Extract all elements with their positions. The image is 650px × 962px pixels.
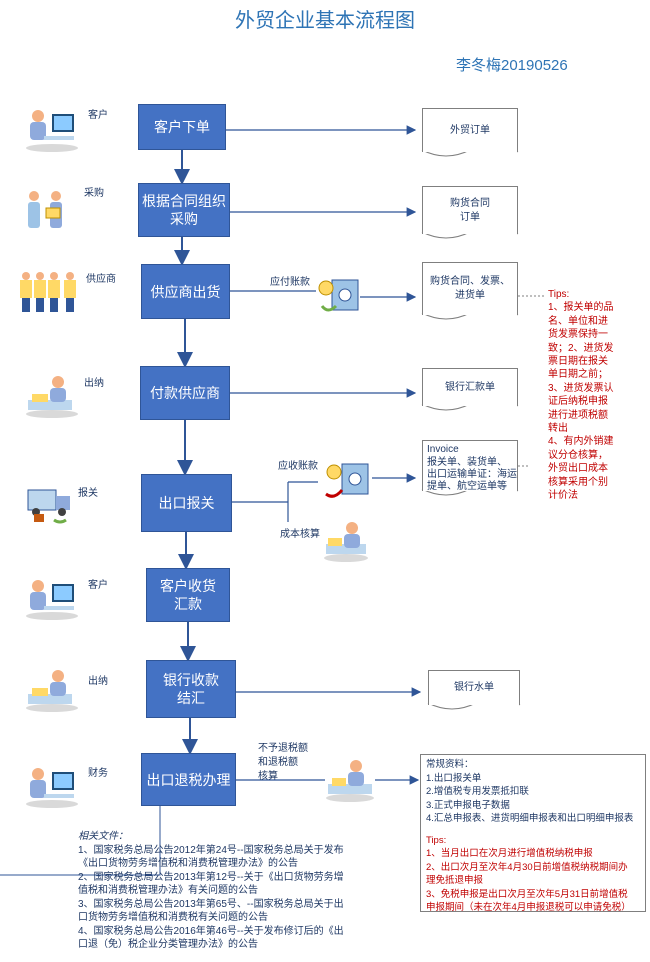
cashier-at-desk-icon: [26, 376, 78, 418]
role-label: 报关: [78, 488, 98, 499]
reference-item: 4、国家税务总局公告2016年第46号--关于发布修订后的《出 口退（免）税企业…: [78, 925, 344, 951]
step-supplier-shipment: 供应商出货: [141, 264, 230, 319]
info-tip: 1、当月出口在次月进行增值税纳税申报: [426, 848, 593, 859]
supplier-group-icon: [20, 272, 76, 312]
accountant-at-computer-icon: [26, 768, 78, 808]
delivery-truck-icon: [27, 489, 70, 524]
doc-purchase-contract: 购货合同 订单: [422, 186, 518, 234]
step-customer-payment: 客户收货 汇款: [146, 568, 230, 622]
role-label: 供应商: [86, 274, 116, 285]
cashier-at-desk-icon: [26, 670, 78, 712]
info-tip: 3、免税申报是出口次月至次年5月31日前增值税 申报期间（未在次年4月申报退税可…: [426, 888, 631, 914]
regular-docs-box: 常规资料： 1.出口报关单 2.增值税专用发票抵扣联 3.正式申报电子数据 4.…: [420, 754, 646, 914]
role-label: 客户: [88, 110, 108, 121]
label-accounts-payable: 应付账款: [270, 277, 310, 288]
reference-item: 2、国家税务总局公告2013年第12号--关于《出口货物劳务增 值税和消费税管理…: [78, 871, 344, 897]
info-tip: 2、出口次月至次年4月30日前增值税纳税期间办 理免抵退申报: [426, 861, 628, 887]
doc-trade-order: 外贸订单: [422, 108, 518, 152]
doc-invoice-customs: Invoice 报关单、装货单、 出口运输单证：海运 提单、航空运单等: [422, 440, 518, 492]
purchaser-pair-icon: [28, 191, 62, 228]
safe-money-icon: [325, 463, 369, 498]
doc-bank-remittance: 银行汇款单: [422, 368, 518, 406]
role-label: 客户: [88, 580, 108, 591]
role-label: 采购: [84, 188, 104, 199]
accountant-costing-icon: [324, 522, 368, 562]
tips-title: Tips:: [548, 289, 570, 300]
step-bank-settlement: 银行收款 结汇: [146, 660, 236, 718]
role-label: 出纳: [88, 676, 108, 687]
role-label: 财务: [88, 768, 108, 779]
person-at-computer-icon: [26, 110, 78, 152]
info-item: 3.正式申报电子数据: [426, 799, 510, 811]
invoice-body: 报关单、装货单、 出口运输单证：海运 提单、航空运单等: [427, 457, 517, 492]
step-customer-order: 客户下单: [138, 104, 226, 150]
related-documents: 相关文件： 1、国家税务总局公告2012年第24号--国家税务总局关于发布 《出…: [78, 830, 378, 952]
tip-item: 3、进货发票认 证后纳税申报 进行进项税额 转出: [548, 382, 614, 435]
info-item: 2.增值税专用发票抵扣联: [426, 786, 529, 797]
info-heading: 常规资料：: [426, 759, 474, 770]
references-heading: 相关文件：: [78, 831, 128, 842]
tip-item: 4、有内外销建 议分仓核算， 外贸出口成本 核算采用个别 计价法: [548, 436, 614, 502]
info-tips-title: Tips:: [426, 834, 447, 846]
step-export-tax-refund: 出口退税办理: [141, 753, 236, 806]
label-cost-accounting: 成本核算: [280, 529, 320, 540]
doc-bank-receipt: 银行水单: [428, 670, 520, 705]
tip-item: 1、报关单的品 名、单位和进 货发票保持一 致；2、进货发 票日期在报关 单日期…: [548, 302, 614, 381]
info-item: 4.汇总申报表、进货明细申报表和出口明细申报表: [426, 813, 634, 824]
reference-item: 3、国家税务总局公告2013年第65号、--国家税务总局关于出 口货物劳务增值税…: [78, 898, 344, 924]
author-date: 李冬梅20190526: [456, 57, 568, 74]
role-label: 出纳: [84, 378, 104, 389]
step-procurement: 根据合同组织 采购: [138, 183, 230, 237]
safe-money-icon: [318, 279, 359, 312]
label-accounts-receivable: 应收账款: [278, 461, 318, 472]
tips-procurement: Tips: 1、报关单的品 名、单位和进 货发票保持一 致；2、进货发 票日期在…: [548, 288, 648, 503]
step-export-declaration: 出口报关: [141, 474, 232, 532]
doc-purchase-invoice: 购货合同、发票、 进货单: [422, 262, 518, 315]
info-item: 1.出口报关单: [426, 772, 482, 784]
invoice-title: Invoice: [427, 444, 459, 455]
page-title: 外贸企业基本流程图: [235, 10, 415, 32]
customer-at-computer-icon: [26, 580, 78, 620]
reference-item: 1、国家税务总局公告2012年第24号--国家税务总局关于发布 《出口货物劳务增…: [78, 844, 344, 870]
label-tax-calculation: 不予退税额 和退税额 核算: [258, 743, 308, 782]
accountant-tax-icon: [326, 760, 374, 802]
step-pay-supplier: 付款供应商: [140, 366, 230, 420]
